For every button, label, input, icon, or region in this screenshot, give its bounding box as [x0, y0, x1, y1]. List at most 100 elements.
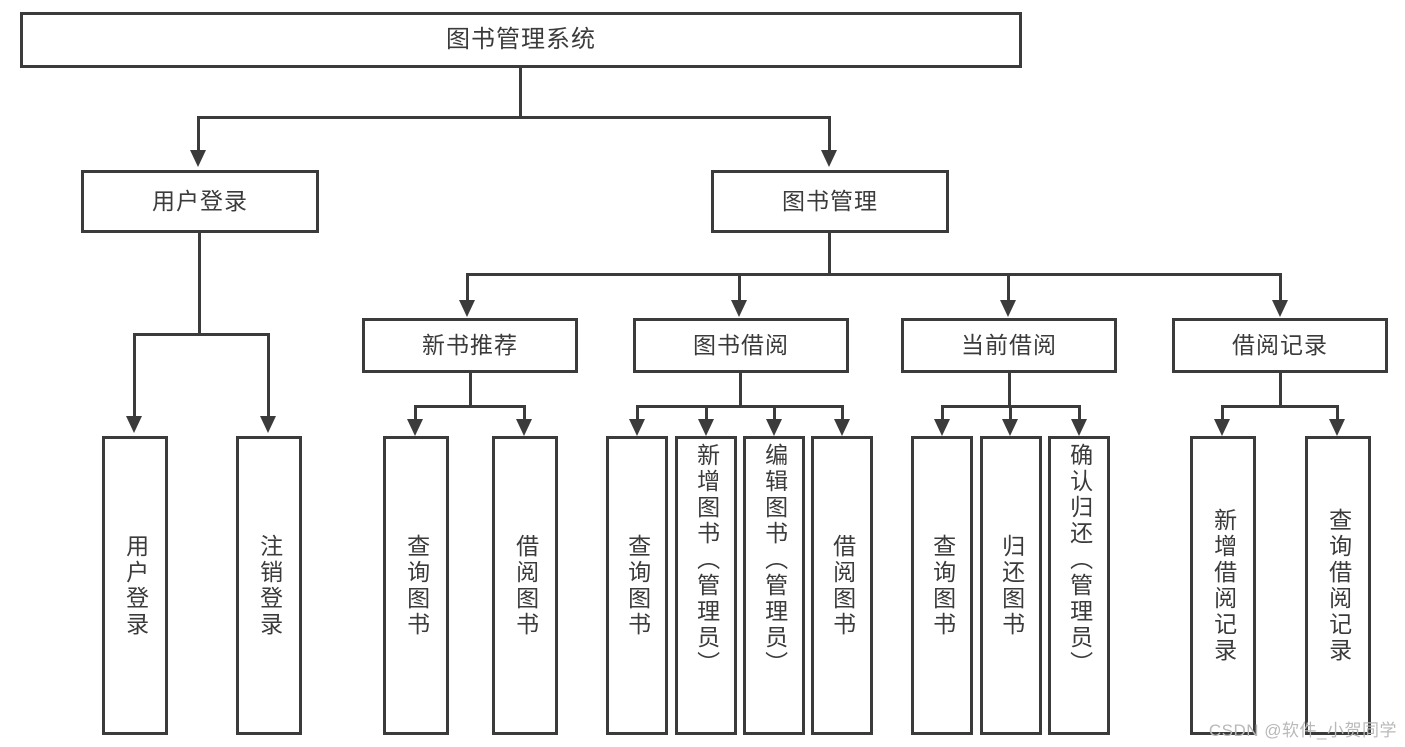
node-label: 图书管理 [782, 187, 878, 214]
edge-borrow-record-bus [1221, 405, 1339, 408]
arrowhead-book-borrow-child-0 [629, 419, 645, 436]
arrowhead-new-book-child-1 [516, 419, 532, 436]
edge-user-login-child-1 [267, 333, 270, 417]
node-new-book-recommend[interactable]: 新书推荐 [362, 318, 578, 373]
leaf-borrow-record-0[interactable]: 新增借阅记录 [1190, 436, 1256, 735]
node-book-management[interactable]: 图书管理 [711, 170, 949, 233]
leaf-content: 归还图书 [983, 439, 1039, 732]
edge-new-book-bus [414, 405, 526, 408]
leaf-book-borrow-1[interactable]: 新增图书（管理员） [675, 436, 737, 735]
arrowhead-current-borrow-child-2 [1071, 419, 1087, 436]
edge-current-borrow-child-2 [1078, 405, 1081, 421]
leaf-new-book-0[interactable]: 查询图书 [383, 436, 449, 735]
node-user-login[interactable]: 用户登录 [81, 170, 319, 233]
arrowhead-book-borrow-child-3 [834, 419, 850, 436]
leaf-current-borrow-1[interactable]: 归还图书 [980, 436, 1042, 735]
edge-to-user-login [197, 116, 200, 151]
node-label: 图书管理系统 [446, 25, 596, 53]
leaf-label: 归还图书 [998, 533, 1025, 638]
arrowhead-current-borrow [1000, 300, 1016, 317]
leaf-label: 查询借阅记录 [1325, 507, 1352, 664]
leaf-label: 新增图书（管理员） [693, 443, 720, 677]
leaf-label: 确认归还（管理员） [1066, 443, 1093, 677]
leaf-content: 新增图书（管理员） [678, 439, 734, 736]
edge-user-login-bus [133, 333, 270, 336]
edge-to-book-manage [828, 116, 831, 151]
leaf-label: 编辑图书（管理员） [761, 443, 788, 677]
leaf-content: 编辑图书（管理员） [746, 439, 802, 736]
leaf-label: 查询图书 [929, 533, 956, 638]
arrowhead-user-login-child-0 [126, 416, 142, 433]
leaf-content: 查询借阅记录 [1308, 439, 1368, 732]
arrowhead-book-borrow-child-1 [698, 419, 714, 436]
edge-to-borrow-record [1279, 273, 1282, 301]
leaf-current-borrow-2[interactable]: 确认归还（管理员） [1048, 436, 1110, 735]
leaf-new-book-1[interactable]: 借阅图书 [492, 436, 558, 735]
leaf-label: 用户登录 [122, 533, 149, 638]
leaf-label: 借阅图书 [829, 533, 856, 638]
arrowhead-current-borrow-child-1 [1002, 419, 1018, 436]
leaf-label: 注销登录 [256, 533, 283, 638]
leaf-label: 查询图书 [624, 533, 651, 638]
arrowhead-current-borrow-child-0 [934, 419, 950, 436]
edge-root-stem [519, 68, 522, 116]
node-borrow-record[interactable]: 借阅记录 [1172, 318, 1388, 373]
leaf-book-borrow-0[interactable]: 查询图书 [606, 436, 668, 735]
leaf-content: 用户登录 [105, 439, 165, 732]
node-label: 借阅记录 [1232, 331, 1328, 358]
edge-book-borrow-stem [739, 373, 742, 405]
edge-to-book-borrow [738, 273, 741, 301]
edge-book-borrow-child-0 [636, 405, 639, 421]
arrowhead-book-manage [821, 150, 837, 167]
node-book-borrow[interactable]: 图书借阅 [633, 318, 849, 373]
node-root-system[interactable]: 图书管理系统 [20, 12, 1022, 68]
edge-level3-bus [466, 273, 1282, 276]
node-current-borrow[interactable]: 当前借阅 [901, 318, 1117, 373]
leaf-label: 借阅图书 [512, 533, 539, 638]
arrowhead-borrow-record [1272, 300, 1288, 317]
node-label: 新书推荐 [422, 331, 518, 358]
edge-user-login-stem [198, 233, 201, 333]
arrowhead-borrow-record-child-1 [1329, 419, 1345, 436]
leaf-content: 确认归还（管理员） [1051, 439, 1107, 736]
leaf-current-borrow-0[interactable]: 查询图书 [911, 436, 973, 735]
edge-book-borrow-bus [636, 405, 844, 408]
arrowhead-user-login [190, 150, 206, 167]
edge-borrow-record-child-1 [1336, 405, 1339, 421]
edge-book-manage-stem [828, 233, 831, 273]
edge-user-login-child-0 [133, 333, 136, 417]
arrowhead-new-book-child-0 [407, 419, 423, 436]
edge-new-book-child-0 [414, 405, 417, 421]
arrowhead-book-borrow-child-2 [766, 419, 782, 436]
leaf-borrow-record-1[interactable]: 查询借阅记录 [1305, 436, 1371, 735]
arrowhead-book-borrow [731, 300, 747, 317]
leaf-content: 注销登录 [239, 439, 299, 732]
leaf-content: 查询图书 [609, 439, 665, 732]
leaf-label: 查询图书 [403, 533, 430, 638]
edge-borrow-record-child-0 [1221, 405, 1224, 421]
leaf-user-login-1[interactable]: 注销登录 [236, 436, 302, 735]
edge-to-current-borrow [1007, 273, 1010, 301]
edge-book-borrow-child-3 [841, 405, 844, 421]
edge-new-book-stem [469, 373, 472, 405]
edge-current-borrow-stem [1008, 373, 1011, 405]
edge-to-new-book [466, 273, 469, 301]
csdn-watermark: CSDN @软件_小贺同学 [1208, 721, 1397, 740]
edge-new-book-child-1 [523, 405, 526, 421]
leaf-content: 新增借阅记录 [1193, 439, 1253, 732]
leaf-content: 查询图书 [914, 439, 970, 732]
leaf-label: 新增借阅记录 [1210, 507, 1237, 664]
leaf-book-borrow-3[interactable]: 借阅图书 [811, 436, 873, 735]
node-label: 用户登录 [152, 187, 248, 214]
edge-level2-bus [197, 116, 831, 119]
arrowhead-user-login-child-1 [260, 416, 276, 433]
leaf-content: 借阅图书 [814, 439, 870, 732]
arrowhead-new-book [459, 300, 475, 317]
leaf-user-login-0[interactable]: 用户登录 [102, 436, 168, 735]
leaf-content: 借阅图书 [495, 439, 555, 732]
arrowhead-borrow-record-child-0 [1214, 419, 1230, 436]
leaf-book-borrow-2[interactable]: 编辑图书（管理员） [743, 436, 805, 735]
edge-current-borrow-child-0 [941, 405, 944, 421]
node-label: 当前借阅 [961, 331, 1057, 358]
